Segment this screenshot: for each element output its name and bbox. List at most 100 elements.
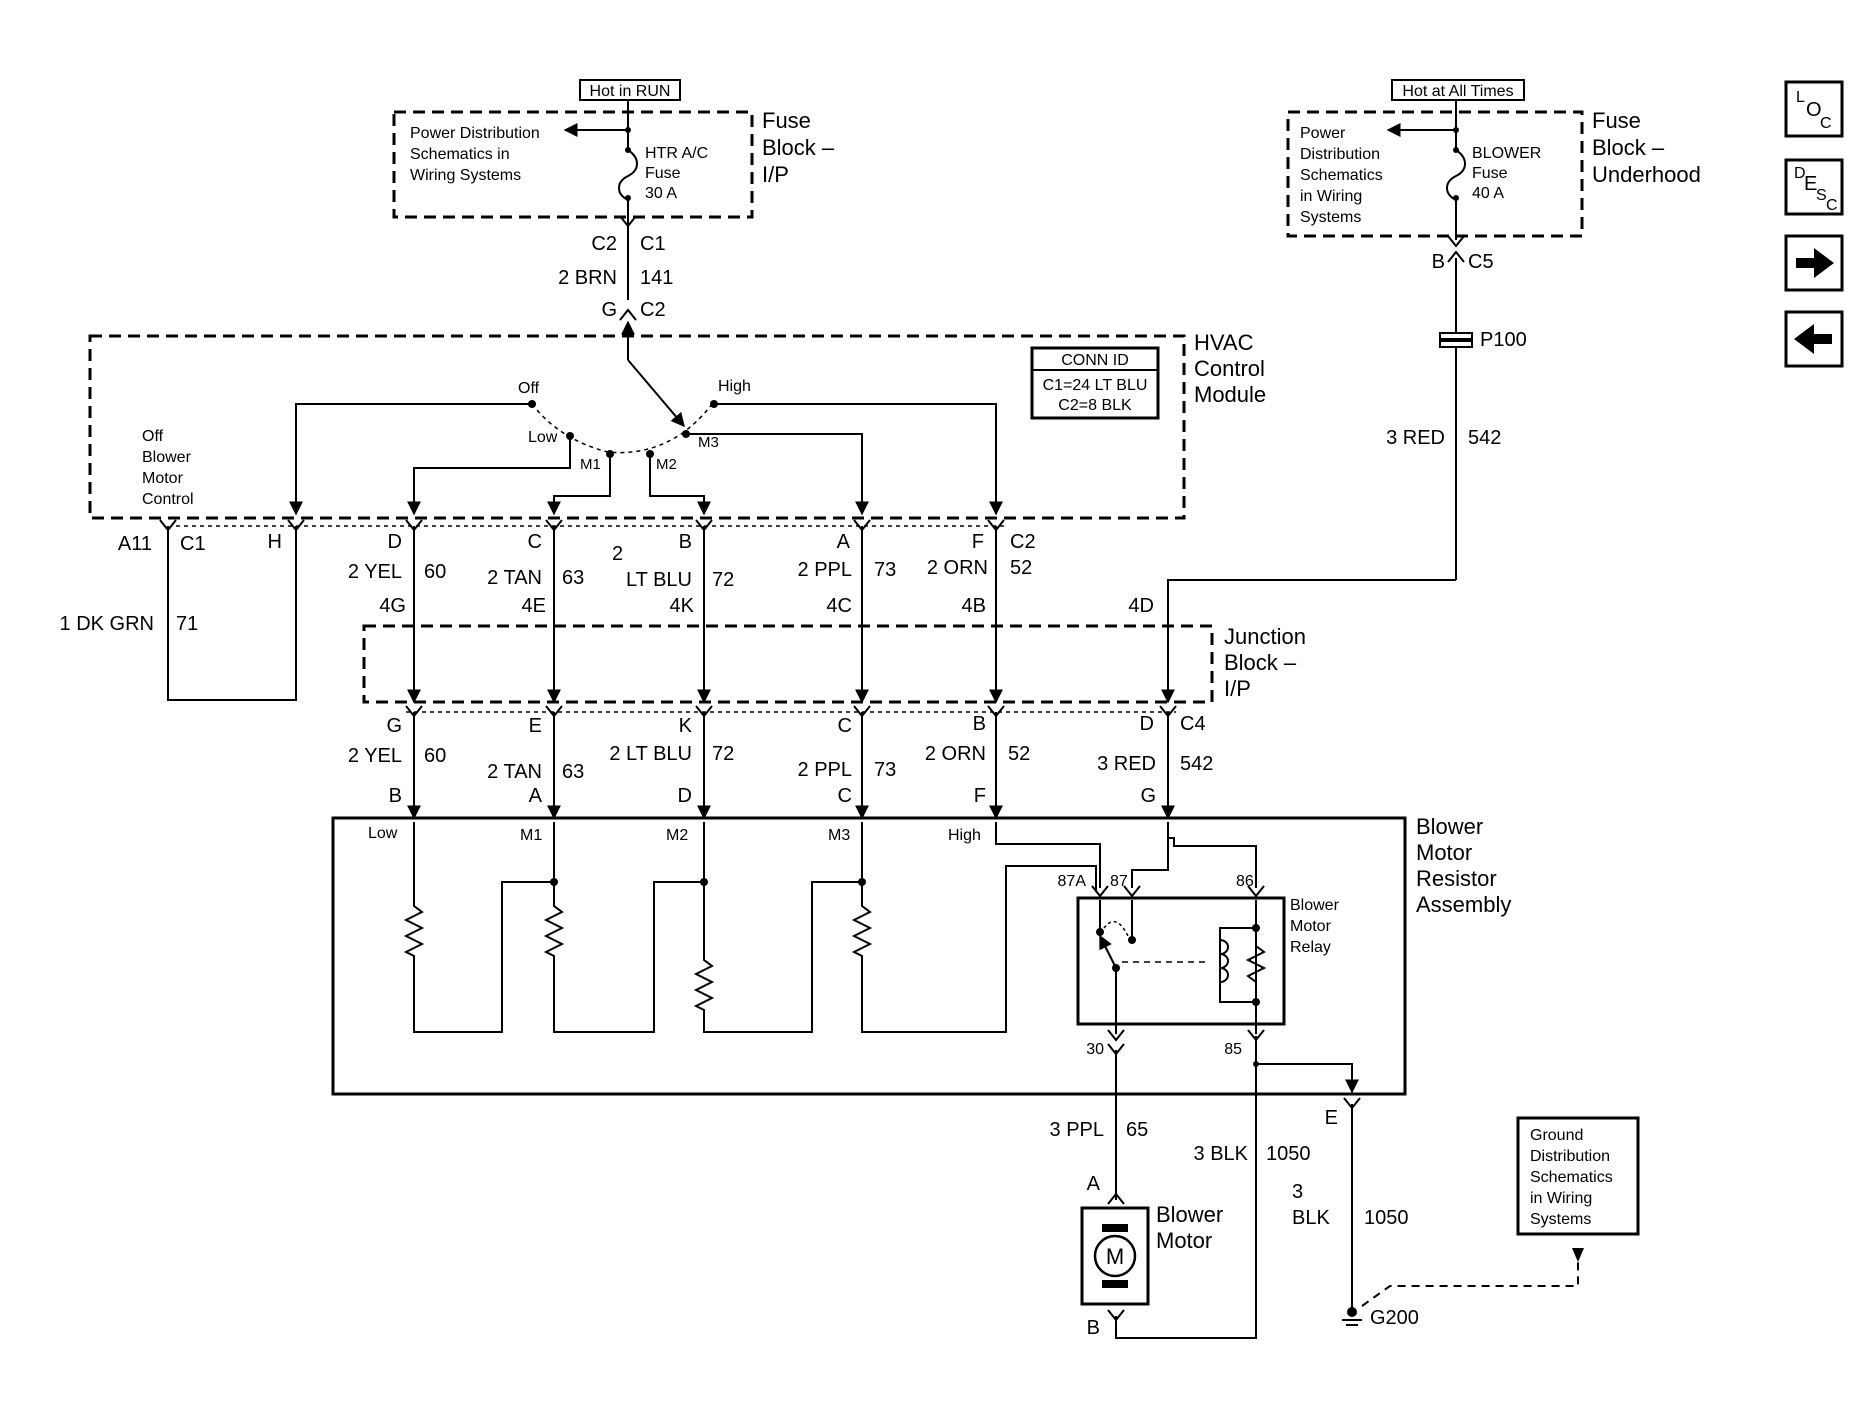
junction-title-2: Block – — [1224, 650, 1297, 675]
c4-wire-2ltblu: 2 LT BLU — [609, 743, 692, 765]
arrow-left-icon — [1794, 324, 1832, 354]
uh-block-title-3: Underhood — [1592, 162, 1701, 187]
arrow-right-icon — [1796, 248, 1834, 278]
wire-pin-b: B 2 LT BLU 72 4K — [612, 519, 734, 704]
motor-pin-b: B — [1087, 1317, 1100, 1339]
conn-c1-hvac-label: C1 — [180, 533, 206, 555]
fuse-block-ip: Hot in RUN Power Distribution Schematics… — [392, 79, 835, 321]
m2-wire — [649, 454, 711, 516]
switch-m1-label: M1 — [580, 456, 601, 473]
c4-wire-6: D C4 3 RED 542 G — [1097, 705, 1213, 820]
c4-pin-b-label: B — [973, 713, 986, 735]
blower-switch-wiper — [627, 359, 685, 428]
wire-pin-f: F C2 2 ORN 52 4B — [927, 519, 1036, 704]
fuse-block-title-2: Block – — [762, 135, 835, 160]
blower-fuse-line-1: BLOWER — [1472, 145, 1541, 162]
motor-m-label: M — [1106, 1244, 1124, 1269]
wire-2yel-label: 2 YEL — [348, 561, 402, 583]
relay-pin-87: 87 — [1110, 873, 1128, 890]
c4-circuit-542: 542 — [1180, 753, 1213, 775]
wire-ltblu-label: LT BLU — [626, 569, 692, 591]
relay-pin-85: 85 — [1224, 1041, 1242, 1058]
circuit-63-label: 63 — [562, 567, 584, 589]
switch-position-arc — [531, 403, 713, 454]
conn-b-label: B — [1432, 251, 1445, 273]
conn-c1-label: C1 — [640, 233, 666, 255]
relay-coil-symbol — [1219, 939, 1229, 983]
relay-pin-86: 86 — [1236, 873, 1254, 890]
c4-bottom-f: F — [974, 785, 986, 807]
hvac-control-module: HVAC Control Module CONN ID C1=24 LT BLU… — [88, 320, 1266, 520]
junction-block-box — [362, 624, 1214, 704]
motor-title-1: Blower — [1156, 1202, 1223, 1227]
off-control-line-3: Motor — [142, 470, 184, 487]
c4-wire-3: K 2 LT BLU 72 D — [609, 705, 734, 820]
fuse-line-1: HTR A/C — [645, 145, 708, 162]
desc-button[interactable]: D E S C — [1784, 158, 1844, 216]
c4-circuit-73: 73 — [874, 759, 896, 781]
pin-c-label: C — [528, 531, 542, 553]
relay-switch-arm — [1099, 934, 1117, 969]
loc-button[interactable]: L O C — [1784, 80, 1844, 138]
uh-block-title-1: Fuse — [1592, 108, 1641, 133]
jb-4d-label: 4D — [1128, 595, 1154, 617]
switch-low-label: Low — [528, 429, 558, 446]
conn-c2-hvac-label: C2 — [1010, 531, 1036, 553]
ground-dist-3: Schematics — [1530, 1169, 1613, 1186]
ground-g200-label: G200 — [1370, 1307, 1419, 1329]
m3-wire — [686, 433, 869, 516]
wire-blk-label: BLK — [1292, 1207, 1330, 1229]
junction-title-1: Junction — [1224, 624, 1306, 649]
blower-fuse-symbol — [1446, 130, 1466, 240]
jb-4g-label: 4G — [379, 595, 406, 617]
resistor-title-4: Assembly — [1416, 892, 1511, 917]
relay-title-2: Motor — [1290, 918, 1332, 935]
high-to-relay-87a — [995, 822, 1101, 888]
c4-pin-d-label: D — [1140, 713, 1154, 735]
motor-title-2: Motor — [1156, 1228, 1212, 1253]
uh-dist-line-1: Power — [1300, 125, 1346, 142]
junction-block-ip: Junction Block – I/P — [362, 624, 1306, 704]
loc-letter-c: C — [1820, 115, 1832, 132]
blower-motor-resistor-assembly: Blower Motor Resistor Assembly Low M1 M2… — [331, 814, 1511, 1096]
htr-ac-fuse-symbol — [618, 130, 638, 222]
hvac-title-1: HVAC — [1194, 330, 1254, 355]
next-button[interactable] — [1784, 234, 1844, 292]
loc-letter-l: L — [1796, 89, 1805, 106]
p100-label: P100 — [1480, 329, 1527, 351]
fuse-block-title-1: Fuse — [762, 108, 811, 133]
relay-diode-resistor — [1245, 945, 1267, 983]
switch-m2-label: M2 — [656, 456, 677, 473]
c4-wire-4: C 2 PPL 73 C — [798, 705, 896, 820]
conn-c4-label: C4 — [1180, 713, 1206, 735]
fuse-block-title-3: I/P — [762, 162, 789, 187]
ground-dist-box — [1516, 1116, 1640, 1236]
dk-grn-wire — [167, 526, 297, 701]
jb-4k-label: 4K — [670, 595, 695, 617]
junction-title-3: I/P — [1224, 676, 1251, 701]
c4-bottom-g: G — [1140, 785, 1156, 807]
motor-symbol — [1093, 1234, 1137, 1278]
low-wire — [407, 436, 571, 516]
ground-dist-2: Distribution — [1530, 1148, 1610, 1165]
p100-splice-symbol — [1439, 332, 1473, 340]
desc-letter-d: D — [1794, 165, 1806, 182]
prev-button[interactable] — [1784, 310, 1844, 368]
circuit-60-label: 60 — [424, 561, 446, 583]
uh-block-title-2: Block – — [1592, 135, 1665, 160]
c4-circuit-52: 52 — [1008, 743, 1030, 765]
tap-m2-label: M2 — [666, 827, 688, 844]
uh-dist-line-3: Schematics — [1300, 167, 1383, 184]
circuit-72-label: 72 — [712, 569, 734, 591]
wire-3red-label: 3 RED — [1386, 427, 1445, 449]
c4-circuit-63: 63 — [562, 761, 584, 783]
c4-wire-2ppl: 2 PPL — [798, 759, 852, 781]
c4-wire-2yel: 2 YEL — [348, 745, 402, 767]
conn-c2b-label: C2 — [640, 299, 666, 321]
off-wire — [289, 403, 532, 516]
wire-2ppl-label: 2 PPL — [798, 559, 852, 581]
jb-4b-label: 4B — [962, 595, 986, 617]
feed-to-relay-87 — [1131, 822, 1169, 888]
c4-bottom-d: D — [678, 785, 692, 807]
